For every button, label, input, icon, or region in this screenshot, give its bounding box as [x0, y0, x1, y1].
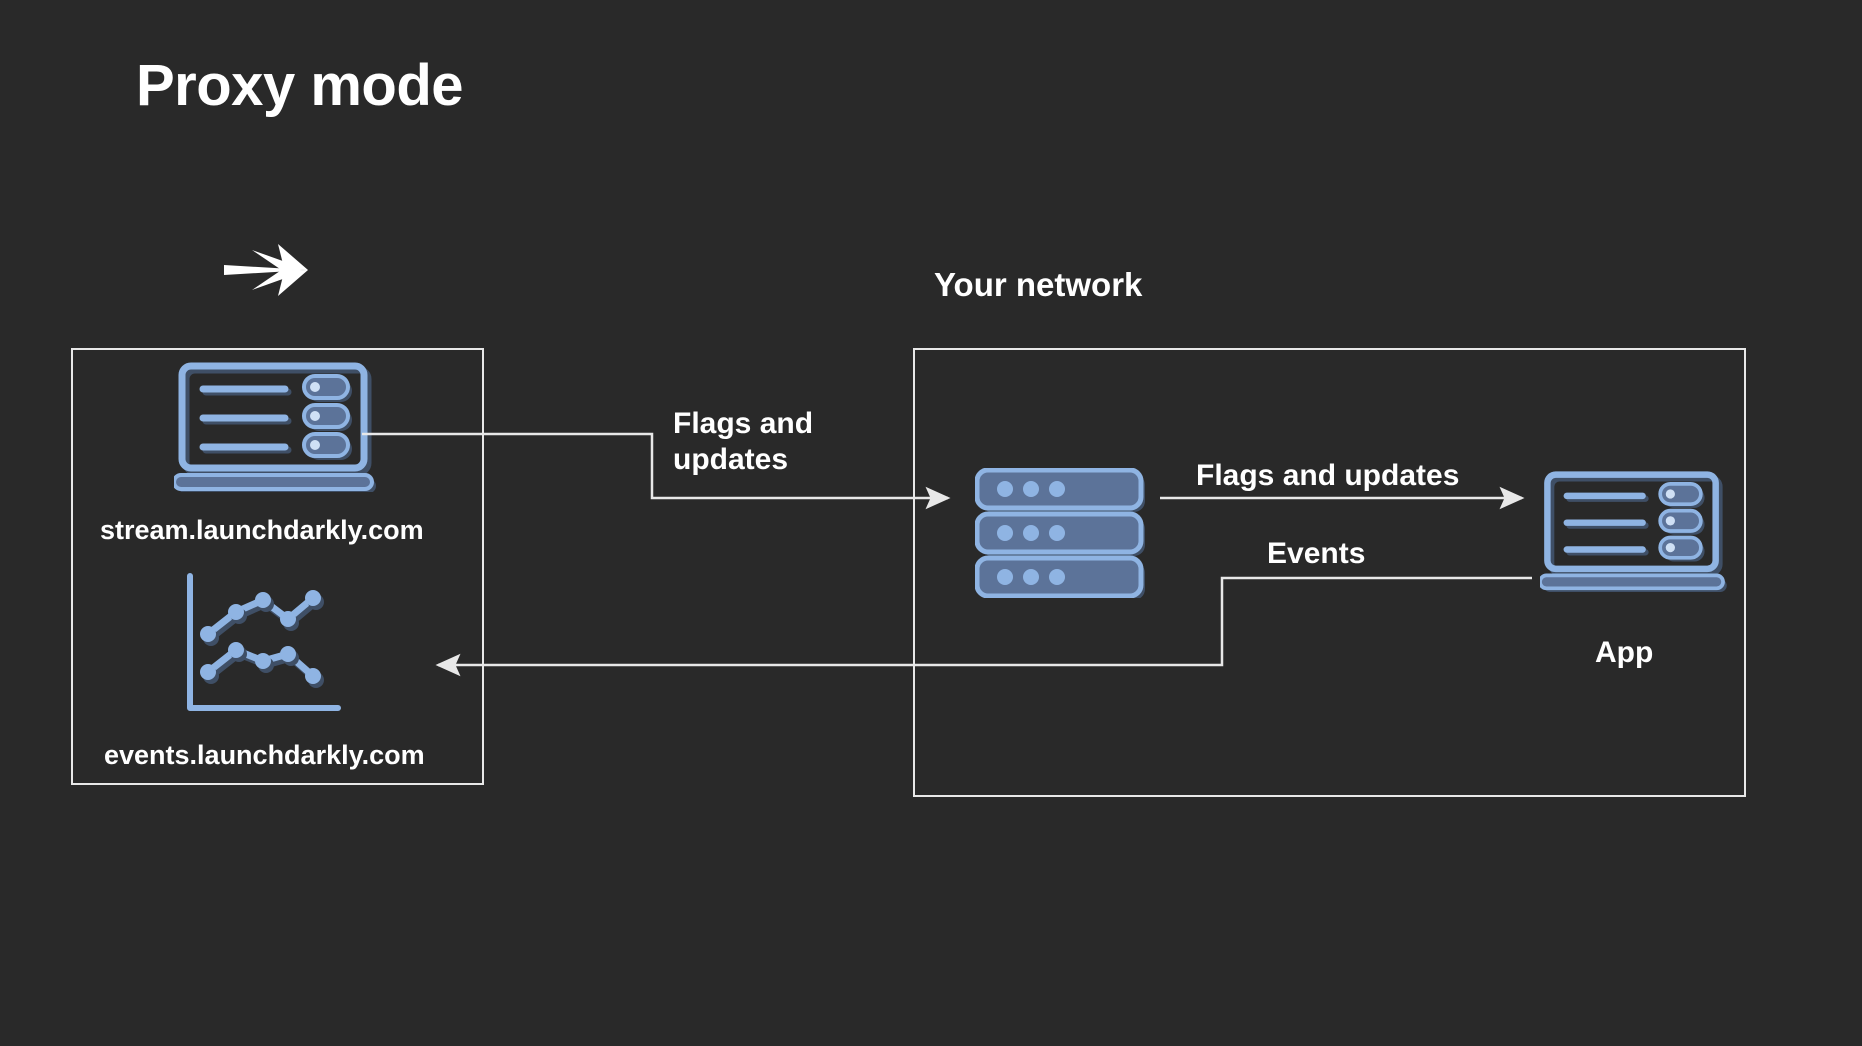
your-network-title: Your network: [934, 266, 1143, 303]
edge-label-flags-and-updates-right: Flags and updates: [1196, 459, 1460, 492]
your-network-region-box: [913, 348, 1746, 797]
laptop-with-toggles-icon: [174, 362, 386, 492]
stream-node-label: stream.launchdarkly.com: [100, 515, 424, 545]
edge-label-flags-and-updates-left: Flags and updates: [673, 407, 814, 476]
app-node-label: App: [1595, 636, 1654, 669]
launchdarkly-region-box: [71, 348, 484, 785]
page-title: Proxy mode: [136, 53, 464, 118]
line-chart-icon: [178, 572, 346, 725]
server-stack-icon: [974, 467, 1151, 603]
events-node-label: events.launchdarkly.com: [104, 740, 425, 770]
laptop-with-toggles-icon: [1540, 470, 1736, 592]
launchdarkly-arrow-logo-icon: [222, 238, 310, 302]
edge-label-events: Events: [1267, 537, 1366, 570]
